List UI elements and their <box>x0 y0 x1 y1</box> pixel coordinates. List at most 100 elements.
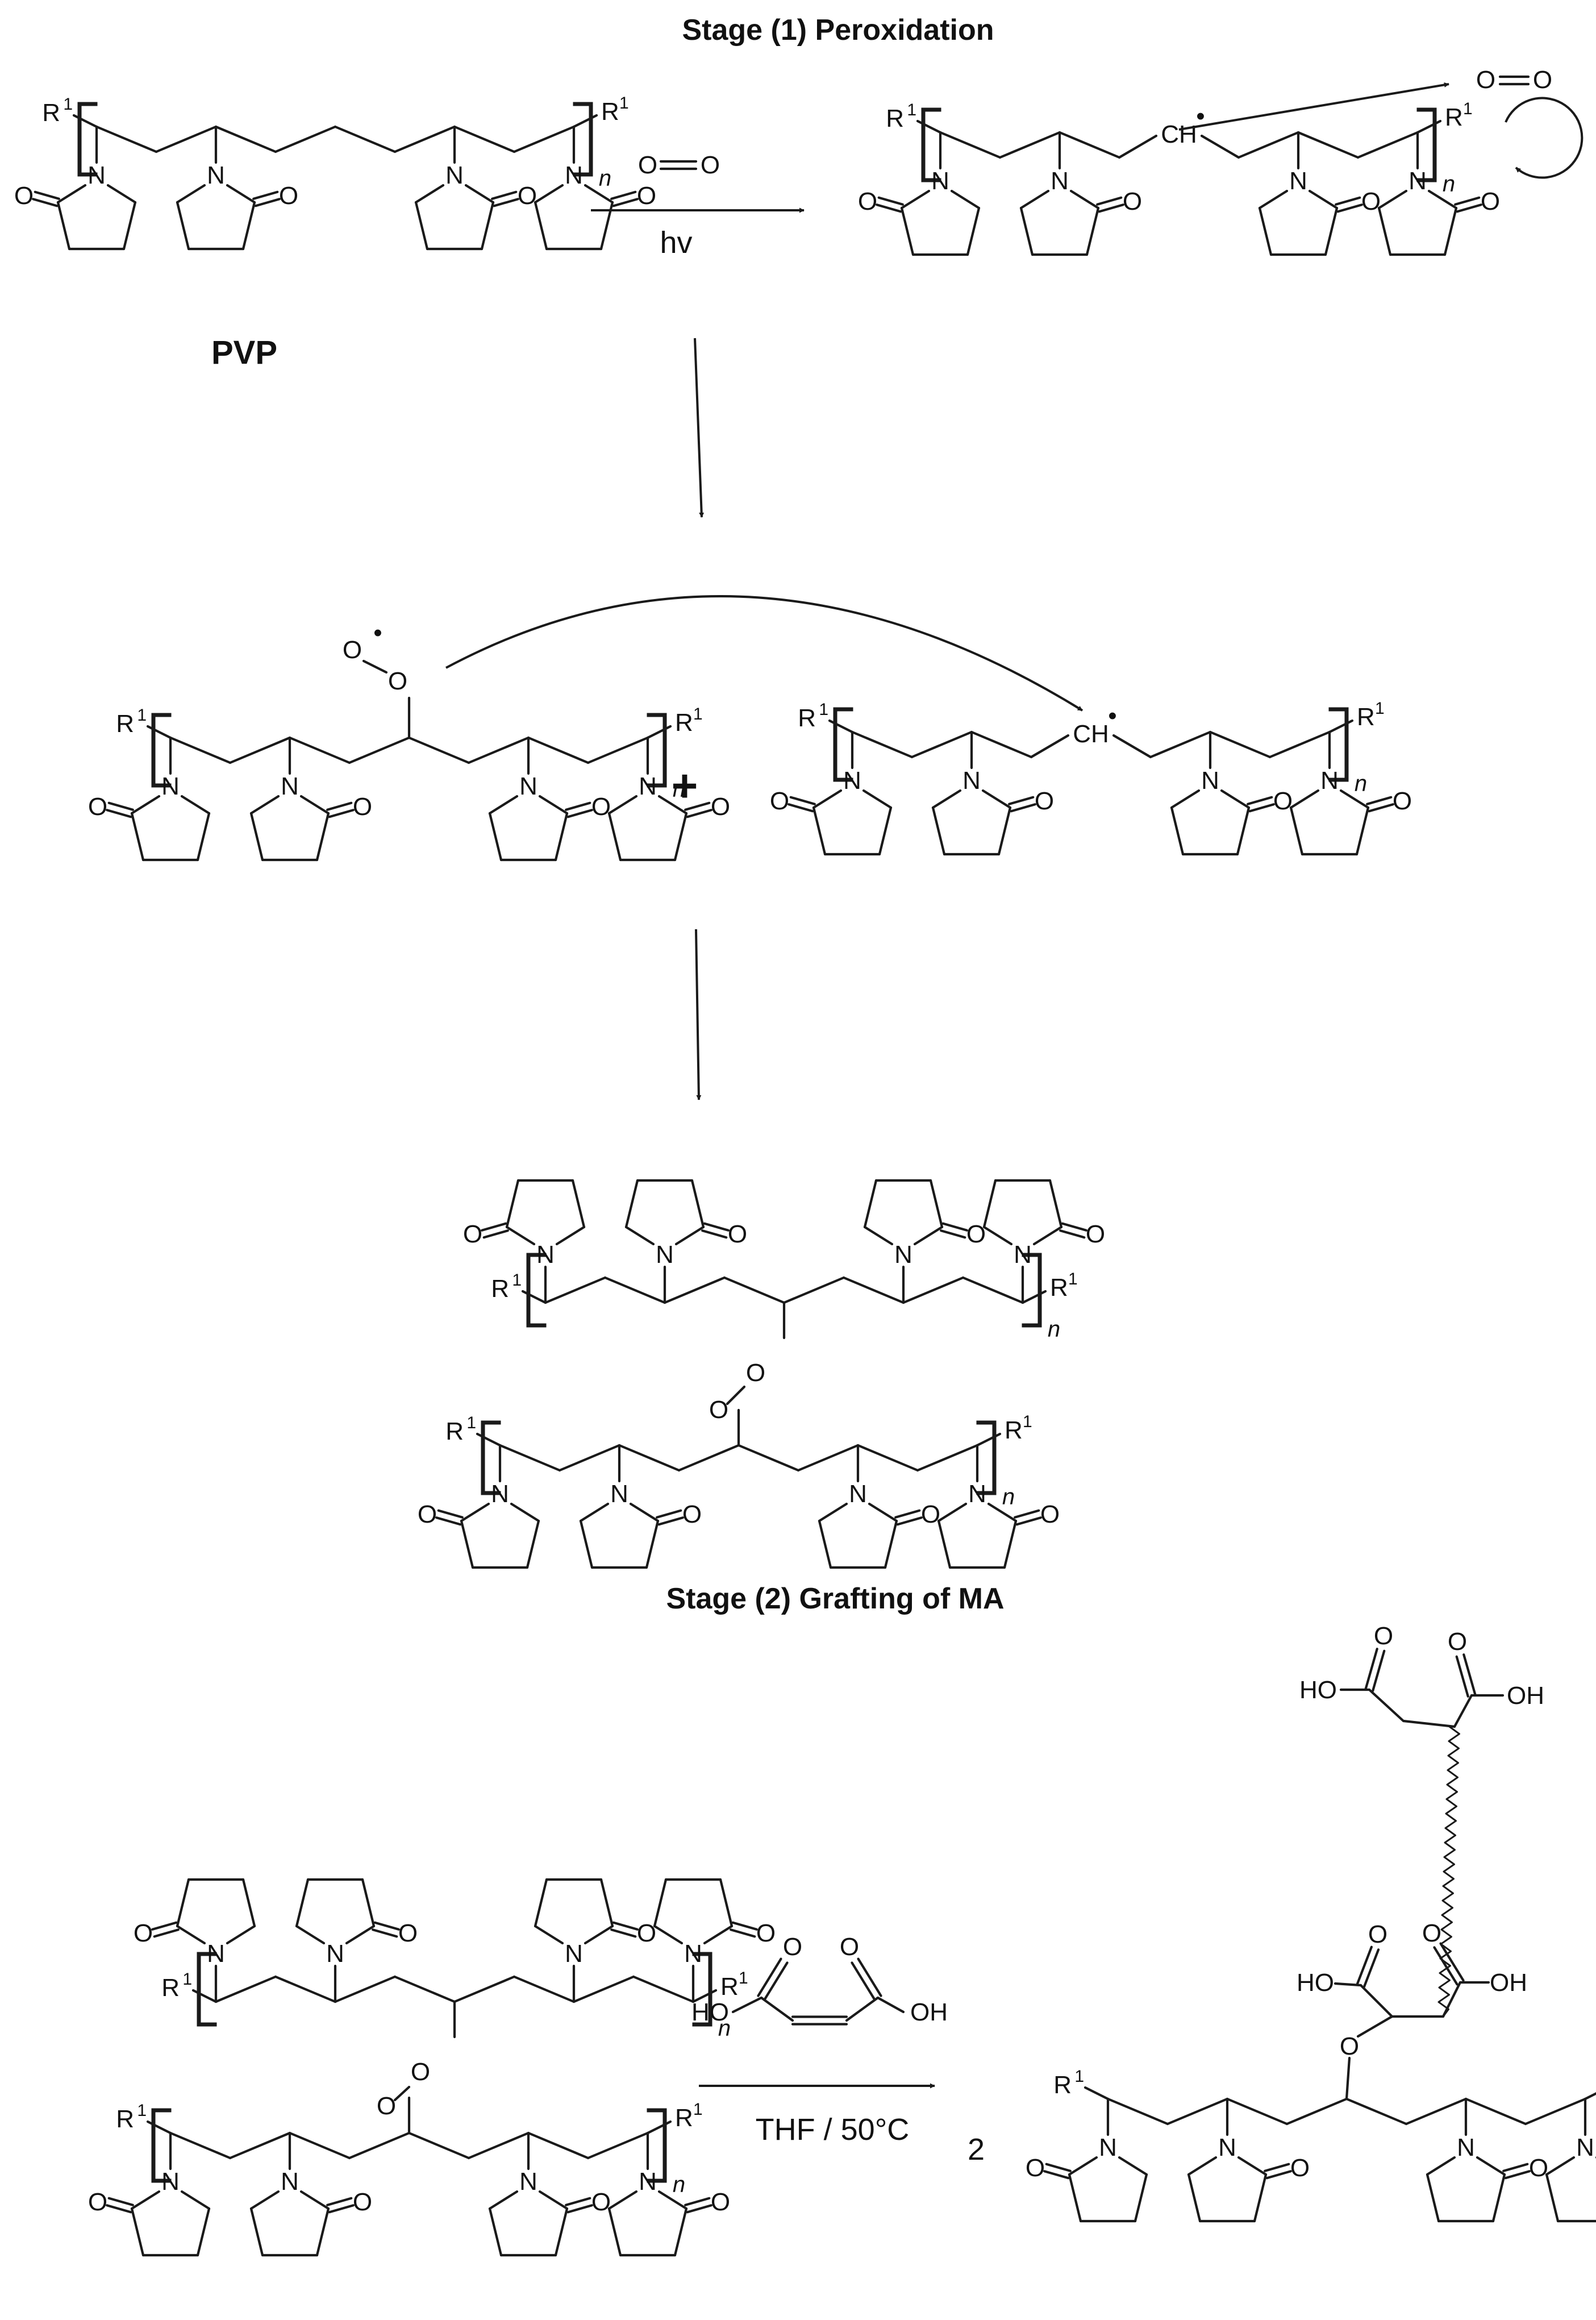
ring-bond <box>607 2207 622 2257</box>
carbonyl-bond <box>1462 1653 1477 1696</box>
oxygen-atom: O <box>966 1220 986 1248</box>
carbonyl-bond <box>876 203 902 213</box>
ring-bond <box>607 795 638 815</box>
repeat-unit-bracket <box>151 713 172 788</box>
oxygen-atom: O <box>418 1500 437 1528</box>
ring-bond <box>1258 189 1289 210</box>
backbone-bond <box>851 730 914 759</box>
repeat-count-n: n <box>673 777 685 802</box>
ring-bond <box>1427 189 1458 210</box>
repeat-unit-bracket <box>151 2108 172 2183</box>
oxygen-atom: O <box>682 1500 702 1528</box>
r1-group-label: R <box>1357 703 1375 731</box>
ring-bond <box>931 789 962 809</box>
ring-bond <box>1068 2156 1098 2176</box>
nitrogen-atom: N <box>1320 767 1339 795</box>
ring-bond <box>488 2207 503 2257</box>
oxygen-atom: O <box>1393 787 1412 815</box>
carbonyl-bond <box>940 1229 966 1239</box>
ring-bond <box>56 184 87 204</box>
ring-bond <box>361 1878 376 1928</box>
ring-bond <box>703 1924 734 1945</box>
grafted-product-structure: R1R1NONONONOOOHOOOHOHOOOH <box>1026 1622 1596 2223</box>
oxygen-reagent: O O <box>638 151 720 179</box>
r1-group-label: R <box>1053 2071 1072 2099</box>
backbone-bond <box>618 1444 681 1472</box>
backbone-bond <box>453 1975 516 2003</box>
oxygen-atom: O <box>591 793 611 821</box>
backbone-bond <box>274 125 337 153</box>
ring-bond <box>130 812 145 862</box>
repeat-unit-bracket <box>526 1253 547 1328</box>
carbonyl-bond <box>1264 2163 1290 2172</box>
repeat-unit-bracket <box>1416 107 1437 182</box>
ring-bond <box>674 1225 705 1246</box>
ring-bond <box>505 1225 536 1246</box>
nitrogen-atom: N <box>281 2168 299 2196</box>
carbonyl-bond <box>1014 1509 1040 1519</box>
carbonyl-bond <box>1356 1945 1373 1985</box>
backbone-bond <box>544 1276 607 1304</box>
svg-text:O: O <box>1476 66 1495 94</box>
r1-group-label: R <box>886 105 904 132</box>
oxygen-atom: O <box>711 2188 730 2216</box>
backbone-bond <box>521 1290 547 1304</box>
ring-bond <box>249 812 264 862</box>
carbonyl-bond <box>1364 1648 1378 1690</box>
r1-group-label: R <box>601 98 619 126</box>
pvp-label: PVP <box>211 334 277 371</box>
backbone-bond <box>527 2131 590 2160</box>
ring-bond <box>1339 789 1370 809</box>
backbone-bond <box>228 736 291 764</box>
nitrogen-atom: N <box>849 1480 867 1508</box>
ring-bond <box>534 1878 548 1928</box>
oxygen-atom: O <box>88 2188 107 2216</box>
backbone-bond <box>961 1276 1024 1304</box>
ring-bond <box>505 1179 520 1229</box>
nitrogen-atom: N <box>610 1480 628 1508</box>
oxygen-atom: O <box>1368 1920 1387 1948</box>
ring-bond <box>1377 206 1392 256</box>
ring-bond <box>1187 2173 1202 2223</box>
oxygen-atom: O <box>1123 188 1142 215</box>
ring-bond <box>863 1225 894 1246</box>
nitrogen-atom: N <box>1218 2134 1236 2161</box>
acid-bond <box>845 1996 880 2022</box>
nitrogen-atom: N <box>639 2168 657 2196</box>
repeat-count-n: n <box>1048 1317 1060 1342</box>
oxygen-atom: O <box>353 793 372 821</box>
oxygen-atom: O <box>518 182 537 210</box>
peroxide-bond <box>726 1385 746 1406</box>
ring-bond <box>176 1924 206 1945</box>
oxygen-atom: O <box>1529 2154 1548 2182</box>
ring-bond <box>690 1179 705 1229</box>
repeat-count-n: n <box>718 2016 731 2041</box>
nitrogen-atom: N <box>684 1940 702 1968</box>
backbone-bond <box>723 1276 786 1304</box>
ring-bond <box>657 795 688 815</box>
backbone-bond <box>1345 2097 1408 2126</box>
ring-bond <box>673 2207 688 2257</box>
oxygen-atom: O <box>88 793 107 821</box>
nitrogen-atom: N <box>1051 167 1069 195</box>
peroxide-bond <box>362 659 388 674</box>
graft-bond <box>1453 1694 1473 1728</box>
carbonyl-bond <box>153 1928 180 1938</box>
ring-bond <box>554 812 569 862</box>
repeat-unit-bracket <box>976 1420 997 1495</box>
carbonyl-bond <box>1454 196 1481 206</box>
r1-superscript: 1 <box>739 1969 748 1988</box>
r1-superscript: 1 <box>466 1413 476 1432</box>
carbonyl-bond <box>107 2197 134 2206</box>
backbone-bond <box>274 1975 337 2003</box>
repeat-unit-bracket <box>692 1952 712 2027</box>
carbonyl-bond <box>894 1509 921 1519</box>
ring-bond <box>555 1225 586 1246</box>
r1-superscript: 1 <box>1463 99 1473 118</box>
ring-bond <box>1308 189 1339 210</box>
ring-bond <box>130 795 161 815</box>
backbone-bond <box>476 1432 502 1447</box>
